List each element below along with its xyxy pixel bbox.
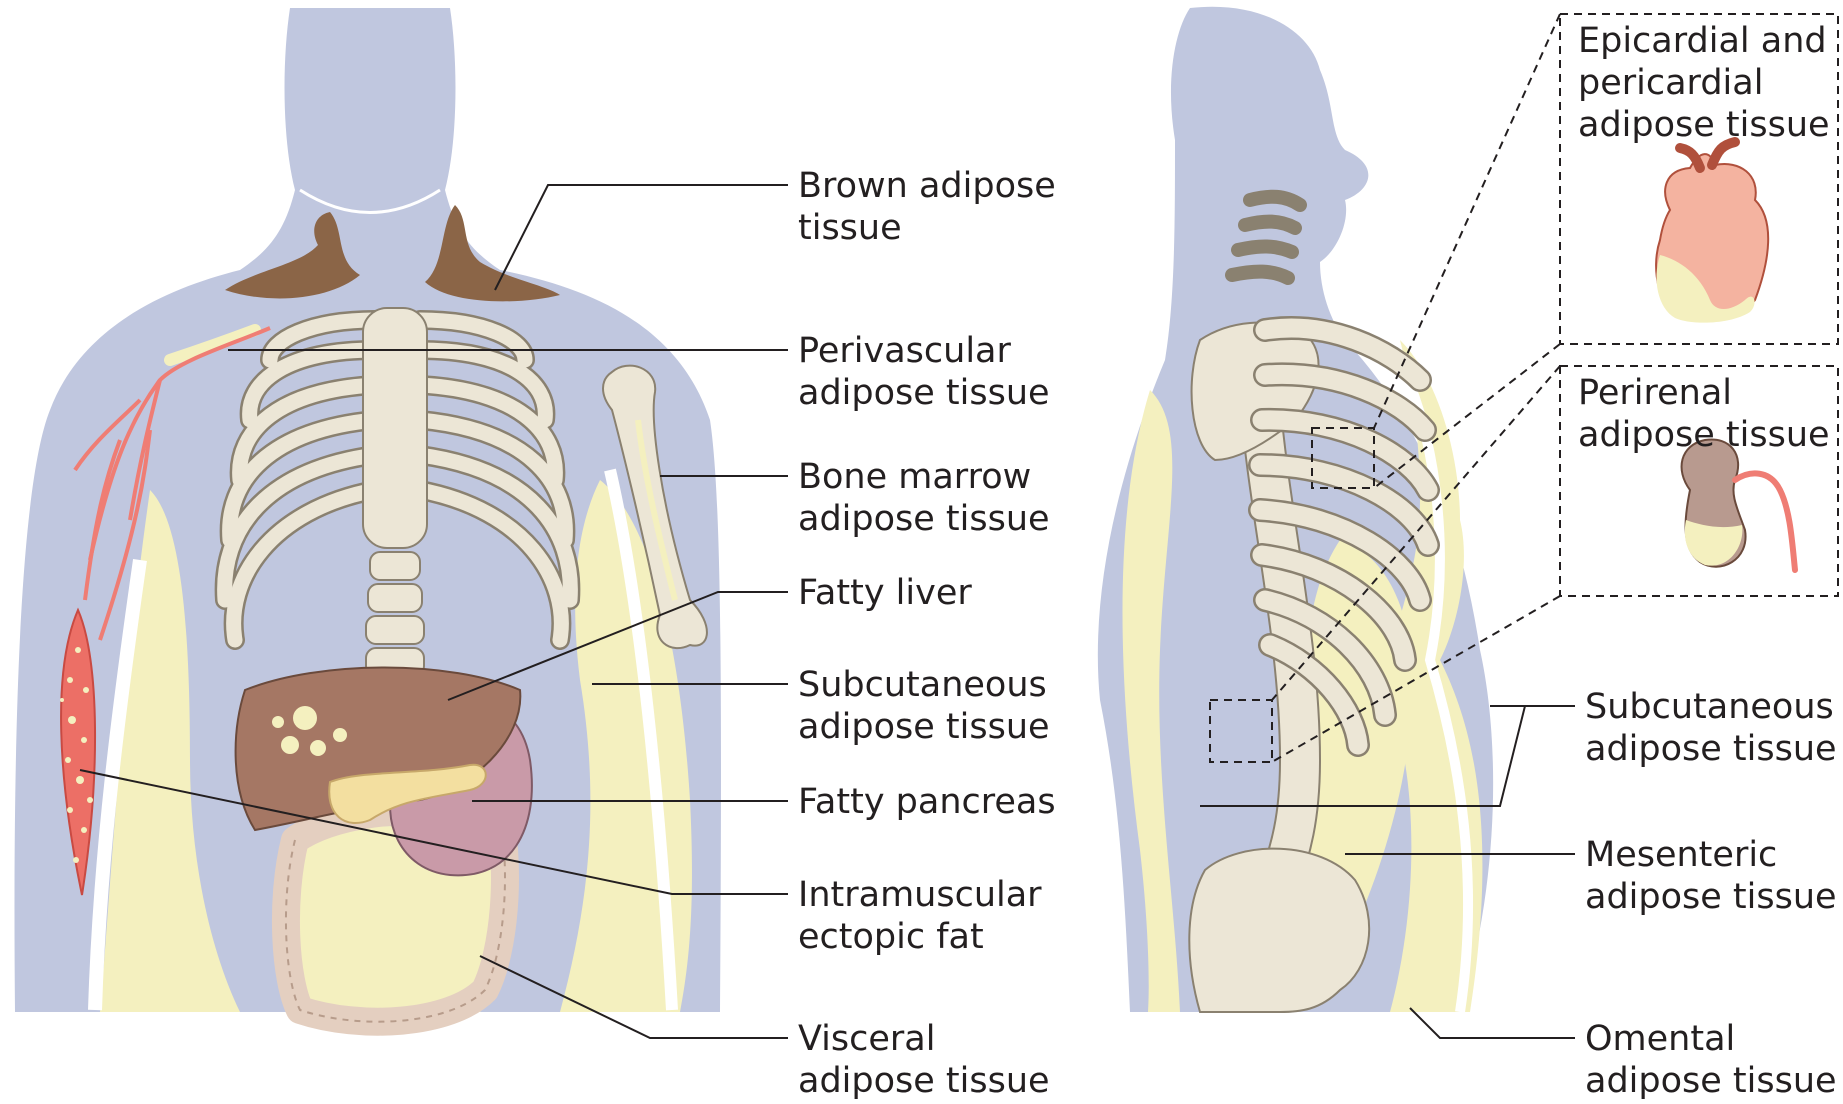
label-subcutaneous-adipose-tissue-front: Subcutaneous adipose tissue <box>798 664 1050 748</box>
label-brown-adipose-tissue: Brown adipose tissue <box>798 165 1056 249</box>
label-fatty-pancreas: Fatty pancreas <box>798 781 1056 823</box>
label-line: Epicardial and <box>1578 20 1830 62</box>
label-line: Intramuscular <box>798 874 1042 916</box>
label-line: adipose tissue <box>798 1060 1050 1102</box>
label-line: adipose tissue <box>1585 728 1837 770</box>
label-line: Perirenal <box>1578 372 1830 414</box>
label-omental-adipose-tissue: Omental adipose tissue <box>1585 1018 1837 1102</box>
label-epicardial-pericardial-adipose-tissue: Epicardial and pericardial adipose tissu… <box>1578 20 1830 146</box>
front-sternum <box>363 308 427 548</box>
label-line: ectopic fat <box>798 916 1042 958</box>
label-line: Omental <box>1585 1018 1837 1060</box>
label-perivascular-adipose-tissue: Perivascular adipose tissue <box>798 330 1050 414</box>
label-line: adipose tissue <box>798 706 1050 748</box>
label-line: adipose tissue <box>1585 1060 1837 1102</box>
side-view-figure <box>1098 7 1493 1012</box>
side-pelvis <box>1189 849 1369 1012</box>
label-subcutaneous-adipose-tissue-side: Subcutaneous adipose tissue <box>1585 686 1837 770</box>
label-line: Fatty pancreas <box>798 781 1056 823</box>
label-line: Subcutaneous <box>798 664 1050 706</box>
leader-omental <box>1410 1008 1575 1038</box>
label-perirenal-adipose-tissue: Perirenal adipose tissue <box>1578 372 1830 456</box>
label-line: Perivascular <box>798 330 1050 372</box>
label-line: adipose tissue <box>798 372 1050 414</box>
label-line: adipose tissue <box>1585 876 1837 918</box>
label-line: pericardial <box>1578 62 1830 104</box>
label-line: Fatty liver <box>798 572 972 614</box>
label-mesenteric-adipose-tissue: Mesenteric adipose tissue <box>1585 834 1837 918</box>
label-line: Subcutaneous <box>1585 686 1837 728</box>
label-fatty-liver: Fatty liver <box>798 572 972 614</box>
front-view-figure <box>14 8 721 1022</box>
label-line: Brown adipose <box>798 165 1056 207</box>
leader-brown <box>495 185 788 290</box>
label-line: Visceral <box>798 1018 1050 1060</box>
label-line: Mesenteric <box>1585 834 1837 876</box>
label-line: adipose tissue <box>1578 414 1830 456</box>
label-line: Bone marrow <box>798 456 1050 498</box>
label-visceral-adipose-tissue: Visceral adipose tissue <box>798 1018 1050 1102</box>
label-line: adipose tissue <box>1578 104 1830 146</box>
label-bone-marrow-adipose-tissue: Bone marrow adipose tissue <box>798 456 1050 540</box>
label-line: tissue <box>798 207 1056 249</box>
label-line: adipose tissue <box>798 498 1050 540</box>
label-intramuscular-ectopic-fat: Intramuscular ectopic fat <box>798 874 1042 958</box>
